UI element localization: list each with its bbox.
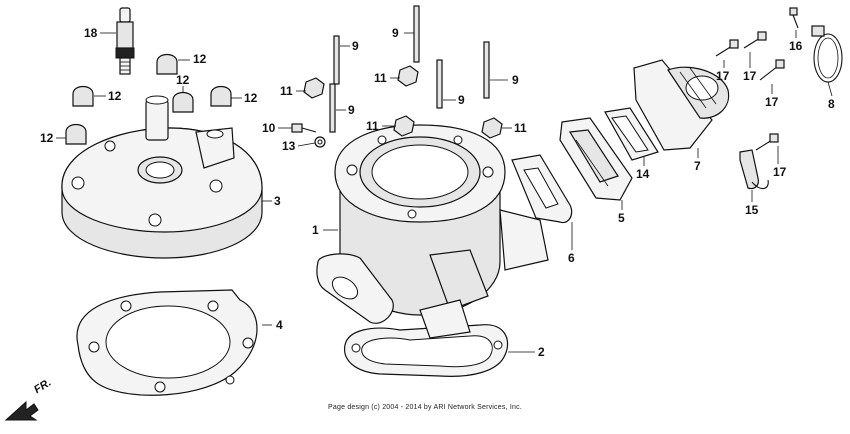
callout-17-b: 17 [743, 69, 757, 83]
manifold-bolts [715, 7, 799, 151]
callout-18: 18 [84, 26, 98, 40]
front-arrow-icon [4, 400, 39, 421]
callout-9-d: 9 [458, 93, 465, 107]
callout-9-b: 9 [392, 26, 399, 40]
callout-17-d: 17 [773, 165, 787, 179]
callout-12-a: 12 [193, 52, 207, 66]
studs [329, 5, 490, 133]
bolt-and-washer [291, 123, 326, 148]
cylinder-head [61, 95, 263, 259]
spark-plug [115, 7, 135, 75]
callout-14: 14 [636, 167, 650, 181]
cap-nuts [65, 53, 232, 145]
callout-6: 6 [568, 251, 575, 265]
leader-lines [56, 30, 833, 353]
callout-11-a: 11 [280, 84, 293, 98]
callout-11-d: 11 [514, 121, 527, 135]
callout-16: 16 [789, 39, 803, 53]
callout-11-c: 11 [366, 119, 379, 133]
reed-valve [559, 117, 633, 201]
reed-gasket [604, 107, 659, 161]
callout-9-a: 9 [352, 39, 359, 53]
head-gasket [76, 289, 258, 396]
callout-12-b: 12 [176, 73, 190, 87]
callout-12-e: 12 [40, 131, 54, 145]
copyright-notice: Page design (c) 2004 - 2014 by ARI Netwo… [328, 404, 522, 411]
callout-9-c: 9 [512, 73, 519, 87]
callout-17-c: 17 [765, 95, 779, 109]
callout-8: 8 [828, 97, 835, 111]
callout-12-c: 12 [108, 89, 122, 103]
hose-clamp [811, 25, 843, 83]
cylinder [316, 124, 549, 339]
callout-13: 13 [282, 139, 296, 153]
callout-numbers: 18 12 12 12 12 12 3 4 1 2 9 9 9 9 9 11 1… [40, 26, 835, 359]
flange-nuts [303, 65, 503, 139]
callout-1: 1 [312, 223, 319, 237]
callout-4: 4 [276, 318, 283, 332]
callout-5: 5 [618, 211, 625, 225]
callout-9-e: 9 [348, 103, 355, 117]
callout-10: 10 [262, 121, 276, 135]
callout-7: 7 [694, 159, 701, 173]
callout-2: 2 [538, 345, 545, 359]
base-gasket [344, 324, 509, 377]
callout-17-a: 17 [716, 69, 730, 83]
callout-11-b: 11 [374, 71, 387, 85]
insulator-gasket [511, 154, 573, 224]
callout-12-d: 12 [244, 91, 258, 105]
cable-clip [739, 149, 769, 190]
intake-manifold [633, 59, 730, 151]
callout-15: 15 [745, 203, 759, 217]
callout-3: 3 [274, 194, 281, 208]
